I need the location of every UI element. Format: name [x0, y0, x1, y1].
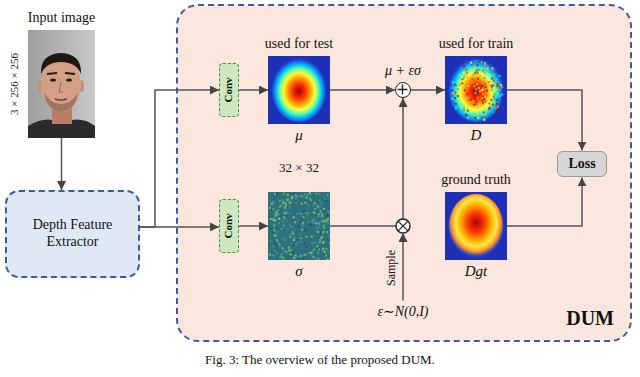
loss-box: Loss — [557, 151, 607, 178]
heading-text: used for train — [439, 36, 514, 53]
figure-caption: Fig. 3: The overview of the proposed DUM… — [205, 352, 435, 368]
node-text: 3 × 256 × 256 — [8, 53, 21, 115]
heatmap-image — [445, 56, 507, 124]
flow-arrow — [411, 89, 445, 91]
node-text: Dgt — [465, 262, 488, 280]
flow-arrow — [330, 89, 395, 91]
sample-arrow — [402, 233, 404, 301]
conv-box: Conv — [219, 63, 239, 117]
dum-region: Convused for testμμ + εσused for trainDC… — [176, 4, 632, 342]
conv-label: Conv — [222, 213, 235, 238]
node-text: μ — [295, 126, 303, 144]
flow-arrow — [507, 177, 582, 226]
heading-text: ground truth — [441, 172, 511, 189]
node-text: Depth Feature Extractor — [13, 217, 132, 251]
heading-text: used for test — [265, 36, 333, 53]
face-photo — [28, 30, 95, 138]
flow-arrow — [239, 225, 268, 227]
heatmap-image — [268, 56, 330, 124]
sum-operator: μ + εσ — [395, 82, 411, 98]
conv-box: Conv — [219, 199, 239, 253]
heatmap-image — [268, 192, 330, 260]
mean-depth-map: used for testμ — [268, 56, 330, 124]
flow-arrow — [330, 98, 403, 226]
ground-truth-depth-map: ground truthDgt — [445, 192, 507, 260]
node-text: σ — [295, 262, 302, 280]
noise-distribution-label: ε∼N(0,I) — [377, 304, 428, 321]
conv-label: Conv — [222, 77, 235, 102]
flow-arrow — [507, 90, 582, 151]
feature-extractor-box: Depth Feature Extractor — [5, 190, 140, 278]
node-text: DUM — [566, 306, 614, 330]
sample-label: Sample — [384, 250, 398, 286]
heatmap-image — [445, 192, 507, 260]
node-text: Loss — [568, 156, 595, 173]
heading-text: μ + εσ — [385, 63, 421, 80]
uncertainty-map: σ — [268, 192, 330, 260]
heading-text: Input image — [28, 10, 95, 27]
node-text: D — [471, 126, 482, 144]
size-label: 32 × 32 — [279, 160, 319, 176]
flow-arrow — [140, 226, 219, 228]
flow-arrow — [61, 138, 63, 190]
region-fill — [177, 5, 631, 341]
flow-arrow — [140, 90, 219, 227]
input-photo: Input image3 × 256 × 256 — [28, 30, 95, 138]
sampled-depth-map: used for trainD — [445, 56, 507, 124]
plus-symbol — [396, 83, 412, 99]
multiply-operator — [396, 219, 410, 233]
flow-arrow — [239, 89, 268, 91]
